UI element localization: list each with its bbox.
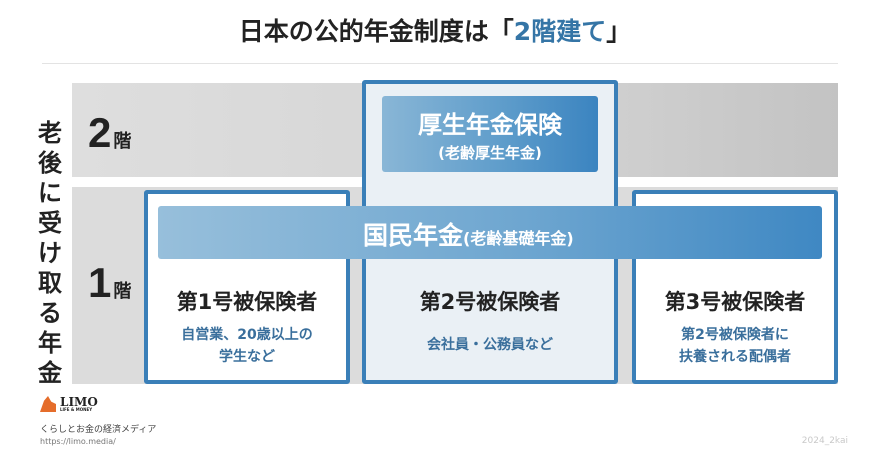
- side-label-char: 受: [38, 209, 62, 237]
- logo-tagline: LIFE & MONEY: [60, 407, 93, 412]
- title-prefix: 日本の公的年金制度は: [238, 17, 489, 46]
- side-label-char: 年: [38, 329, 62, 357]
- insured-info: 第3号被保険者 第2号被保険者に 扶養される配偶者: [636, 286, 834, 368]
- side-label-char: に: [38, 179, 62, 207]
- side-label: 老 後 に 受 け 取 る 年 金: [33, 118, 67, 388]
- kokumin-subtitle: (老齢基礎年金): [463, 229, 574, 248]
- side-label-char: 金: [38, 359, 62, 387]
- insured-desc: 自営業、20歳以上の: [181, 327, 313, 343]
- image-code: 2024_2kai: [801, 436, 848, 446]
- title-divider: [42, 63, 838, 64]
- limo-logo-icon: [40, 396, 56, 412]
- kosei-nenkin-tier: 厚生年金保険 (老齢厚生年金): [382, 96, 598, 172]
- title-close-bracket: 」: [606, 17, 632, 46]
- insured-name: 第1号被保険者: [176, 290, 318, 314]
- side-label-char: け: [38, 239, 62, 267]
- insured-info: 第1号被保険者 自営業、20歳以上の 学生など: [148, 286, 346, 368]
- floor-suffix: 階: [113, 131, 132, 152]
- insured-info: 第2号被保険者 会社員・公務員など: [366, 286, 614, 356]
- footer-url: https://limo.media/: [40, 437, 116, 446]
- title-accent: 2階建て: [513, 17, 607, 46]
- insured-name: 第2号被保険者: [419, 290, 561, 314]
- kokumin-nenkin-tier: 国民年金(老齢基礎年金): [158, 206, 822, 259]
- page-title: 日本の公的年金制度は「2階建て」: [0, 12, 870, 48]
- insured-name: 第3号被保険者: [664, 290, 806, 314]
- floor-number: 1: [88, 259, 112, 306]
- kosei-title: 厚生年金保険: [418, 111, 562, 139]
- side-label-char: 老: [38, 119, 62, 147]
- kosei-subtitle: (老齢厚生年金): [438, 144, 542, 162]
- floor-number: 2: [88, 109, 112, 156]
- floor-suffix: 階: [113, 281, 132, 302]
- side-label-char: る: [38, 299, 62, 327]
- logo-name: LIMO: [60, 395, 98, 409]
- side-label-char: 取: [38, 269, 62, 297]
- insured-desc: 扶養される配偶者: [679, 349, 791, 365]
- insured-desc: 学生など: [219, 349, 275, 365]
- title-open-bracket: 「: [488, 17, 514, 46]
- limo-logo: LIMO LIFE & MONEY: [40, 396, 98, 412]
- insured-desc: 第2号被保険者に: [681, 327, 789, 343]
- side-label-char: 後: [38, 149, 62, 177]
- kokumin-title: 国民年金: [363, 221, 464, 250]
- footer-tagline: くらしとお金の経済メディア: [40, 425, 157, 435]
- insured-desc: 会社員・公務員など: [427, 337, 553, 353]
